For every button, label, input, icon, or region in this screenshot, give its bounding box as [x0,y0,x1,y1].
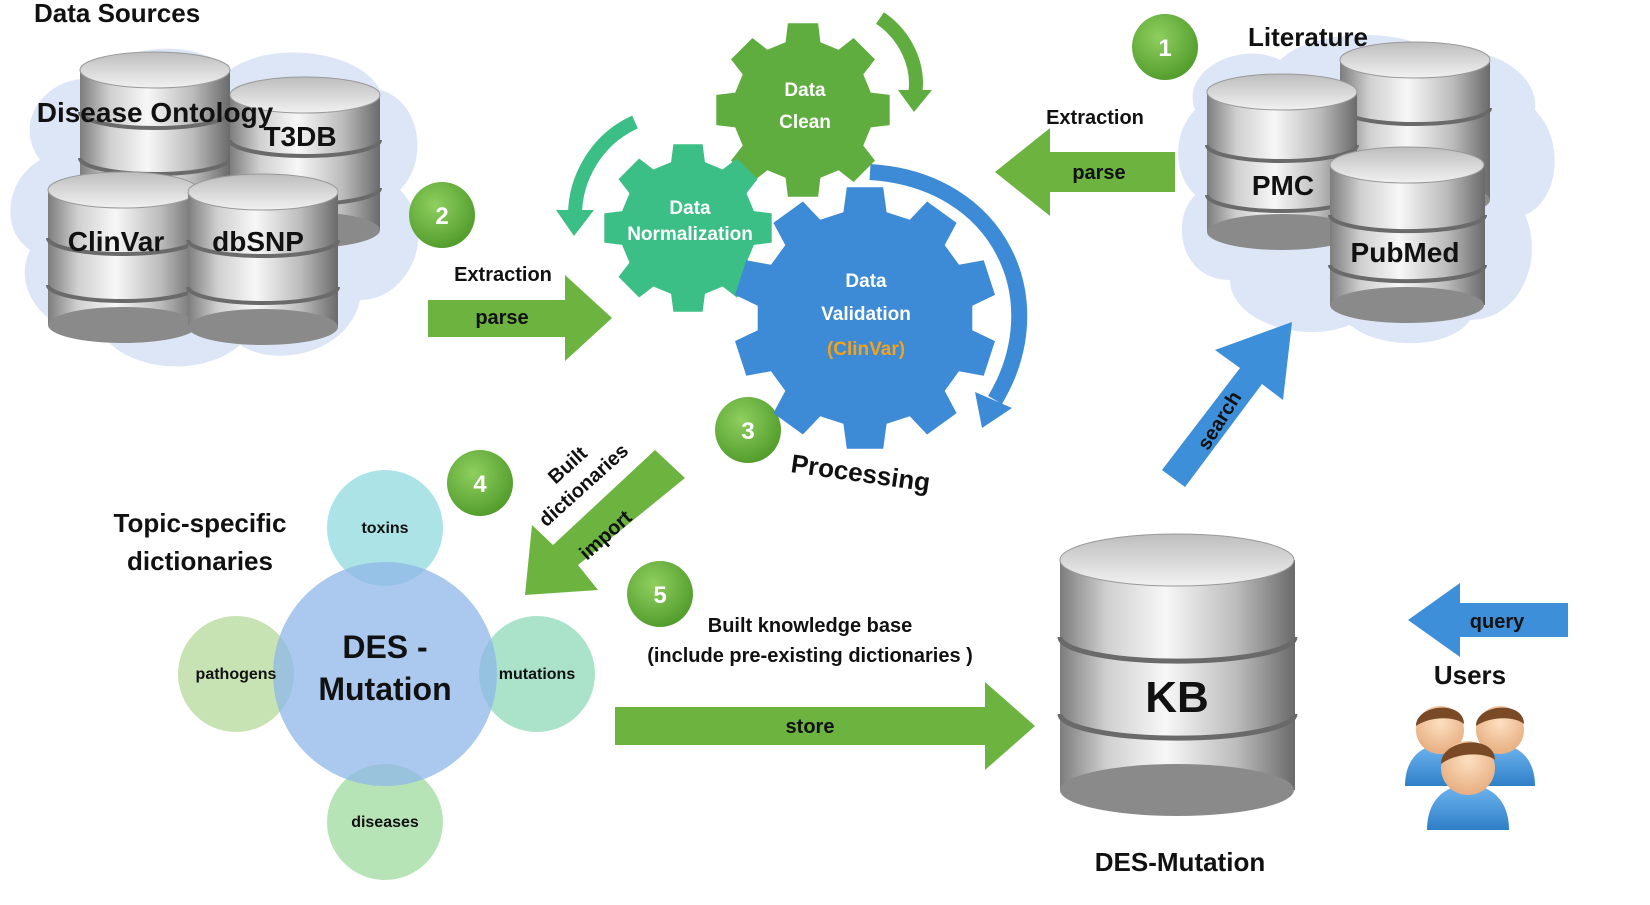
mutations-circle [479,616,595,732]
des-mutation-center-line1: DES - [342,629,427,665]
diseases-circle [327,764,443,880]
pmc-label: PMC [1252,170,1314,201]
store-arrow: store [615,682,1035,770]
t3db-label: T3DB [263,121,336,152]
step-1-badge: 1 [1132,14,1198,80]
svg-text:1: 1 [1158,35,1171,62]
processing-label: Processing [789,448,932,497]
data-normalization-gear [604,144,772,312]
gear-normalization-label-2: Normalization [627,224,753,245]
cycle-arrow-blue [869,164,1028,405]
svg-text:2: 2 [435,203,448,230]
step-3-badge: 3 [715,397,781,463]
diseases-label: diseases [351,814,419,831]
pathogens-label: pathogens [196,666,277,683]
kb-label: KB [1145,673,1209,722]
sources-extraction-label: Extraction [454,264,552,286]
des-mutation-center-line2: Mutation [318,671,451,707]
dbsnp-label: dbSNP [212,226,304,257]
mutations-label: mutations [499,666,576,683]
gear-normalization-label-1: Data [669,198,711,219]
pubmed-db [1328,146,1487,323]
svg-text:5: 5 [653,582,666,609]
literature-group: Literature PMC PubMed [1178,22,1555,344]
kb-caption: DES-Mutation [1095,847,1265,877]
processing-group: Data Clean Data Normalization Data Valid… [556,12,1028,497]
gear-validation-label-3: (ClinVar) [827,339,905,360]
kb-build-label-line1: Built knowledge base [708,615,912,637]
toxins-label: toxins [361,520,408,537]
gear-clean-label-1: Data [784,80,826,101]
cycle-arrow-left [568,115,639,216]
gear-validation-shape [735,187,995,449]
svg-text:parse: parse [1072,162,1125,184]
kb-database: KB [1057,533,1298,816]
gear-clean-label-2: Clean [779,112,831,133]
clinvar-db [46,171,200,343]
users-label: Users [1434,660,1506,690]
data-sources-heading: Data Sources [34,0,200,28]
svg-text:4: 4 [473,471,487,498]
step-2-badge: 2 [409,182,475,248]
users-icon [1405,706,1535,830]
des-mutation-center-circle [273,562,497,786]
dictionaries-heading-line1: Topic-specific [114,508,287,538]
svg-text:parse: parse [475,307,528,329]
sources-parse-arrow: parse [428,275,612,361]
gear-validation-label-2: Validation [821,304,911,325]
dictionaries-heading-line2: dictionaries [127,546,273,576]
gear-clean-shape [716,23,890,197]
cycle-arrow-top-right [875,12,923,97]
svg-text:store: store [786,716,835,738]
literature-parse-arrow: parse [995,128,1175,216]
pathogens-circle [178,616,294,732]
data-validation-gear [735,187,995,449]
search-arrow: search [1162,322,1292,487]
pubmed-label: PubMed [1351,237,1460,268]
kb-build-label-line2: (include pre-existing dictionaries ) [647,645,973,667]
data-clean-gear [716,23,890,197]
clinvar-label: ClinVar [68,226,165,257]
svg-text:3: 3 [741,418,754,445]
gear-normalization-shape [604,144,772,312]
query-arrow: query [1408,583,1568,657]
disease-ontology-label-line1: Disease Ontology [37,97,274,128]
toxins-circle [327,470,443,586]
step-5-badge: 5 [627,561,693,627]
data-sources-group: Data Sources Disease Ontology T3DB ClinV… [10,0,419,367]
user-front [1427,741,1509,830]
dictionaries-group: Topic-specific dictionaries toxins mutat… [114,470,595,880]
literature-extraction-label: Extraction [1046,107,1144,129]
step-4-badge: 4 [447,450,513,516]
svg-text:query: query [1470,611,1525,633]
users-group: Users [1405,660,1535,830]
dbsnp-db [186,173,340,345]
gear-validation-label-1: Data [845,271,887,292]
literature-heading: Literature [1248,22,1368,52]
